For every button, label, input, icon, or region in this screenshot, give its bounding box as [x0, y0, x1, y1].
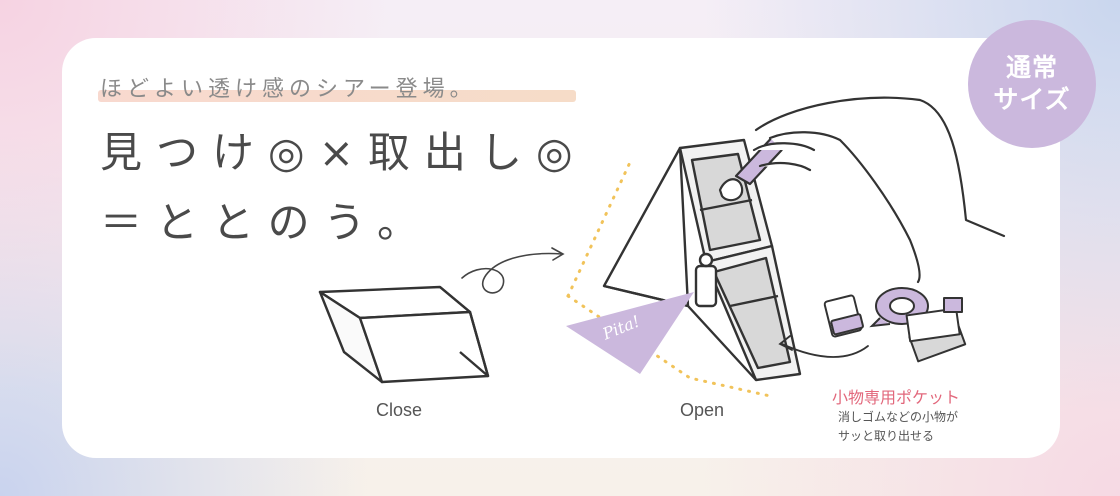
pocket-title: 小物専用ポケット [832, 388, 961, 407]
headline-char: 出 [423, 128, 480, 177]
headline-char: つ [156, 128, 213, 177]
pocket-desc-line-1: 消しゴムなどの小物が [838, 410, 959, 424]
sticky-notes-icon [905, 297, 967, 363]
headline-char: × [318, 128, 368, 177]
pocket-arrow-icon [778, 335, 869, 358]
close-label: Close [376, 400, 423, 420]
headline-char: け [212, 128, 269, 177]
headline-line-2: ＝ととのう。 [100, 198, 434, 247]
headline-char: し [479, 128, 536, 177]
hand-holding-pen [718, 96, 1006, 284]
tagline: ほどよい透け感のシアー登場。 [100, 77, 477, 102]
pocket-description: 消しゴムなどの小物が サッと取り出せる [838, 408, 958, 446]
headline-line-1: 見つけ◎×取出し◎ [100, 128, 587, 178]
pencil-case-closed [318, 285, 490, 384]
curly-arrow-icon [461, 247, 565, 294]
pita-sticker [566, 292, 694, 374]
size-badge: 通常 サイズ [968, 20, 1096, 148]
open-label: Open [680, 400, 725, 420]
headline-char: ◎ [535, 128, 587, 177]
dotted-guide [566, 156, 772, 398]
tagline-highlight [98, 90, 576, 102]
eraser-icon [823, 294, 864, 338]
headline-char: ◎ [268, 128, 319, 177]
headline-char: 取 [367, 128, 424, 177]
badge-line-1: 通常 [1005, 53, 1058, 82]
badge-line-2: サイズ [993, 85, 1071, 114]
pocket-desc-line-2: サッと取り出せる [838, 429, 935, 443]
headline-char: 見 [100, 128, 157, 177]
